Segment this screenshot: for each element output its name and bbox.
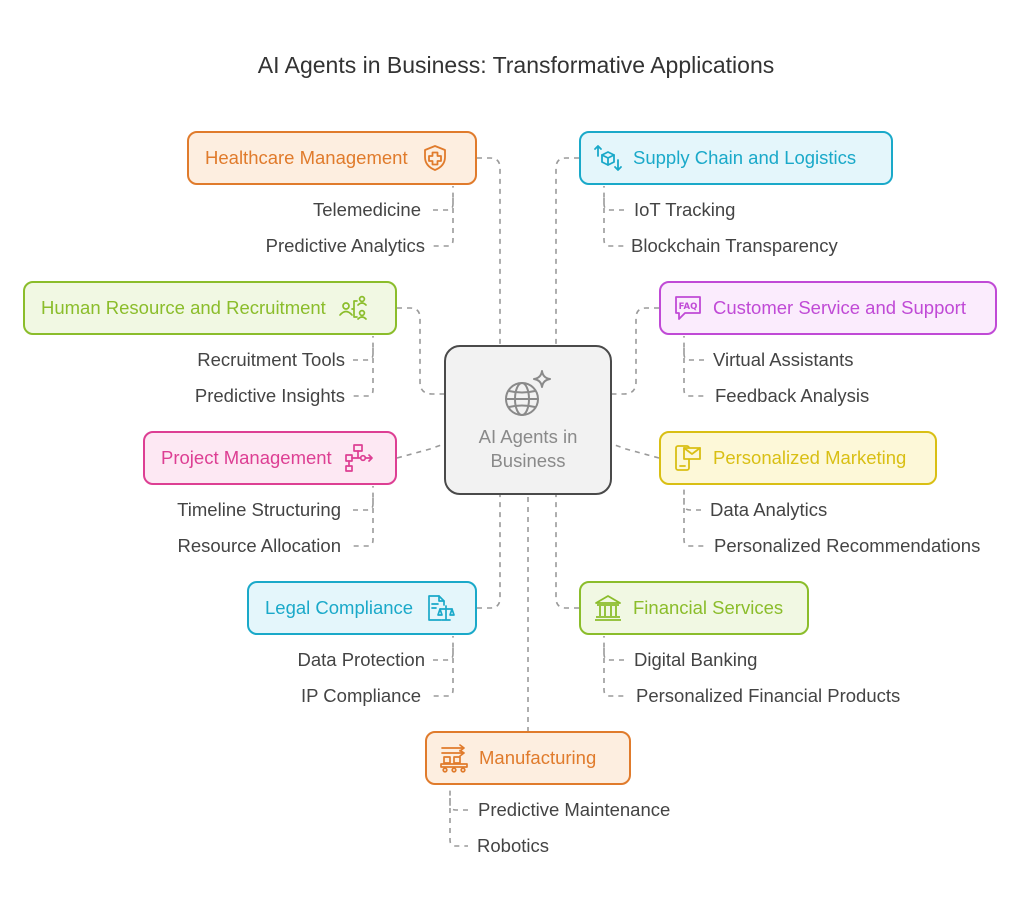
- item-data-analytics: Data Analytics: [710, 499, 828, 520]
- node-label: Human Resource and Recruitment: [41, 297, 326, 318]
- diagram-title: AI Agents in Business: Transformative Ap…: [257, 52, 775, 78]
- node-label: Financial Services: [633, 597, 784, 618]
- item-virtual-assistants: Virtual Assistants: [713, 349, 854, 370]
- node-legal-compliance: Legal Compliance: [247, 581, 477, 635]
- bracket-customer-service: [683, 336, 704, 397]
- connector-healthcare: [477, 157, 501, 345]
- bracket-financial: [603, 636, 624, 697]
- bracket-marketing: [683, 486, 704, 547]
- item-recruitment-tools: Recruitment Tools: [197, 349, 345, 370]
- svg-text:FAQ: FAQ: [679, 302, 698, 312]
- item-resource-allocation: Resource Allocation: [177, 535, 341, 556]
- node-manufacturing: Manufacturing: [425, 731, 631, 785]
- faq-bubble-icon: FAQ: [673, 293, 703, 323]
- globe-sparkle-icon: [505, 370, 551, 416]
- bank-icon: [593, 593, 623, 623]
- node-label: Customer Service and Support: [713, 297, 966, 318]
- bracket-manufacturing: [449, 786, 468, 847]
- center-node: AI Agents in Business: [444, 345, 612, 495]
- bracket-healthcare: [433, 186, 454, 247]
- node-customer-service-and-support: FAQ Customer Service and Support: [659, 281, 997, 335]
- item-predictive-analytics: Predictive Analytics: [265, 235, 425, 256]
- node-label: Healthcare Management: [205, 147, 408, 168]
- conveyor-icon: [439, 743, 469, 773]
- boxes-arrows-icon: [593, 143, 623, 173]
- node-supply-chain-and-logistics: Supply Chain and Logistics: [579, 131, 893, 185]
- node-label: Manufacturing: [479, 747, 597, 768]
- node-label: Legal Compliance: [265, 597, 414, 618]
- flowchart-icon: [344, 443, 374, 473]
- bracket-supply-chain: [603, 186, 624, 247]
- connector-project-management: [396, 443, 445, 459]
- item-personalized-recommendations: Personalized Recommendations: [714, 535, 981, 556]
- node-financial-services: Financial Services: [579, 581, 809, 635]
- item-robotics: Robotics: [477, 835, 549, 856]
- connector-customer-service: [612, 307, 659, 395]
- node-personalized-marketing: Personalized Marketing: [659, 431, 937, 485]
- connector-financial: [555, 495, 579, 609]
- item-iot-tracking: IoT Tracking: [634, 199, 736, 220]
- item-predictive-maintenance: Predictive Maintenance: [478, 799, 671, 820]
- node-healthcare-management: Healthcare Management: [187, 131, 477, 185]
- item-predictive-insights: Predictive Insights: [194, 385, 345, 406]
- document-scales-icon: [425, 593, 455, 623]
- item-timeline-structuring: Timeline Structuring: [177, 499, 341, 520]
- item-personalized-financial-products: Personalized Financial Products: [636, 685, 901, 706]
- node-label: Personalized Marketing: [713, 447, 907, 468]
- item-ip-compliance: IP Compliance: [301, 685, 421, 706]
- people-network-icon: [338, 293, 368, 323]
- connector-supply-chain: [555, 157, 579, 345]
- connector-marketing: [611, 443, 660, 459]
- item-telemedicine: Telemedicine: [313, 199, 421, 220]
- connector-legal: [477, 495, 501, 609]
- item-blockchain-transparency: Blockchain Transparency: [631, 235, 838, 256]
- node-label: Supply Chain and Logistics: [633, 147, 857, 168]
- connector-hr: [397, 307, 444, 395]
- bracket-legal: [433, 636, 454, 697]
- item-digital-banking: Digital Banking: [634, 649, 758, 670]
- node-human-resource-and-recruitment: Human Resource and Recruitment: [23, 281, 397, 335]
- node-label: Project Management: [161, 447, 332, 468]
- item-feedback-analysis: Feedback Analysis: [715, 385, 870, 406]
- bracket-project-management: [353, 486, 374, 547]
- phone-mail-icon: [673, 443, 703, 473]
- item-data-protection: Data Protection: [297, 649, 425, 670]
- bracket-hr: [353, 336, 374, 397]
- center-label: AI Agents in Business: [478, 426, 578, 471]
- node-project-management: Project Management: [143, 431, 397, 485]
- shield-cross-icon: [420, 143, 450, 173]
